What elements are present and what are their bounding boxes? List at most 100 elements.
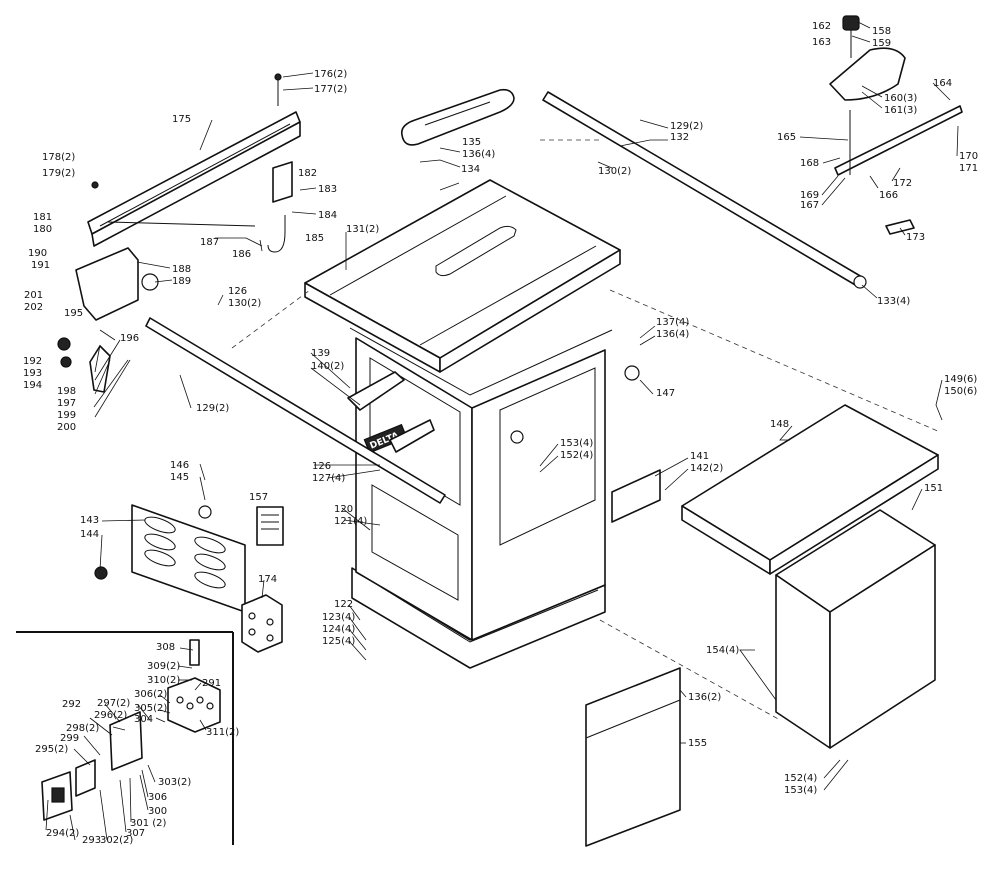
label-294: 294(2)	[46, 828, 79, 839]
label-151: 151	[924, 483, 943, 494]
label-134: 134	[461, 164, 480, 175]
label-297: 297(2)	[97, 698, 130, 709]
label-154: 154(4)	[706, 645, 739, 656]
label-121: 121(4)	[334, 516, 367, 527]
label-309: 309(2)	[147, 661, 180, 672]
label-136-c: 136(2)	[688, 692, 721, 703]
label-194: 194	[23, 380, 42, 391]
throat-insert	[400, 88, 515, 146]
label-302: 302(2)	[100, 835, 133, 846]
label-291: 291	[202, 678, 221, 689]
guard-arm	[347, 371, 405, 411]
label-311: 311(2)	[206, 727, 239, 738]
label-185: 185	[305, 233, 324, 244]
label-201: 201	[24, 290, 43, 301]
label-126-a: 126	[228, 286, 247, 297]
label-127: 127(4)	[312, 473, 345, 484]
motor-bracket	[611, 469, 661, 523]
miter-gauge	[829, 15, 963, 235]
label-136-a: 136(4)	[462, 149, 495, 160]
label-299: 299	[60, 733, 79, 744]
label-179: 179(2)	[42, 168, 75, 179]
label-171: 171	[959, 163, 978, 174]
label-122: 122	[334, 599, 353, 610]
label-202: 202	[24, 302, 43, 313]
vent-grille	[94, 504, 246, 613]
label-301: 301 (2)	[130, 818, 167, 829]
label-182: 182	[298, 168, 317, 179]
label-plate	[256, 506, 284, 546]
rip-fence	[57, 73, 301, 393]
label-304: 304	[134, 714, 153, 725]
label-167: 167	[800, 200, 819, 211]
label-181: 181	[33, 212, 52, 223]
label-150: 150(6)	[944, 386, 977, 397]
label-303: 303(2)	[158, 777, 191, 788]
guard-arm-lower	[389, 419, 435, 453]
label-143: 143	[80, 515, 99, 526]
label-169: 169	[800, 190, 819, 201]
label-161: 161(3)	[884, 105, 917, 116]
label-147: 147	[656, 388, 675, 399]
label-158: 158	[872, 26, 891, 37]
saw-cabinet: DELTA	[304, 179, 621, 669]
label-192: 192	[23, 356, 42, 367]
label-170: 170	[959, 151, 978, 162]
label-168: 168	[800, 158, 819, 169]
knob-147	[624, 365, 640, 381]
label-296: 296(2)	[94, 710, 127, 721]
label-306-a: 306(2)	[134, 689, 167, 700]
label-157: 157	[249, 492, 268, 503]
label-180: 180	[33, 224, 52, 235]
leader-lines	[45, 21, 959, 841]
label-306-b: 306	[148, 792, 167, 803]
label-193: 193	[23, 368, 42, 379]
label-152-a: 152(4)	[560, 450, 593, 461]
label-308: 308	[156, 642, 175, 653]
label-177: 177(2)	[314, 84, 347, 95]
label-195: 195	[64, 308, 83, 319]
side-panel	[585, 667, 681, 847]
label-174: 174	[258, 574, 277, 585]
label-153-a: 153(4)	[560, 438, 593, 449]
label-152-b: 152(4)	[784, 773, 817, 784]
label-172: 172	[893, 178, 912, 189]
label-305: 305(2)	[134, 703, 167, 714]
label-137: 137(4)	[656, 317, 689, 328]
label-160: 160(3)	[884, 93, 917, 104]
label-130-b: 130(2)	[228, 298, 261, 309]
label-133: 133(4)	[877, 296, 910, 307]
label-200: 200	[57, 422, 76, 433]
extension-table	[681, 404, 939, 575]
label-132: 132	[670, 132, 689, 143]
label-166: 166	[879, 190, 898, 201]
label-162: 162	[812, 21, 831, 32]
label-197: 197	[57, 398, 76, 409]
label-196: 196	[120, 333, 139, 344]
label-307: 307	[126, 828, 145, 839]
label-120: 120	[334, 504, 353, 515]
label-163: 163	[812, 37, 831, 48]
label-145: 145	[170, 472, 189, 483]
label-129-b: 129(2)	[196, 403, 229, 414]
label-293: 293	[82, 835, 101, 846]
front-rail	[145, 289, 446, 504]
label-295: 295(2)	[35, 744, 68, 755]
label-165: 165	[777, 132, 796, 143]
label-144: 144	[80, 529, 99, 540]
label-126-b: 126	[312, 461, 331, 472]
label-149: 149(6)	[944, 374, 977, 385]
label-298: 298(2)	[66, 723, 99, 734]
label-141: 141	[690, 451, 709, 462]
label-123: 123(4)	[322, 612, 355, 623]
label-131: 131(2)	[346, 224, 379, 235]
switch-detail-inset	[16, 631, 234, 845]
label-124: 124(4)	[322, 624, 355, 635]
label-130-a: 130(2)	[598, 166, 631, 177]
label-300: 300	[148, 806, 167, 817]
label-190: 190	[28, 248, 47, 259]
junction-box	[241, 594, 283, 653]
label-175: 175	[172, 114, 191, 125]
rear-rail	[542, 91, 867, 289]
